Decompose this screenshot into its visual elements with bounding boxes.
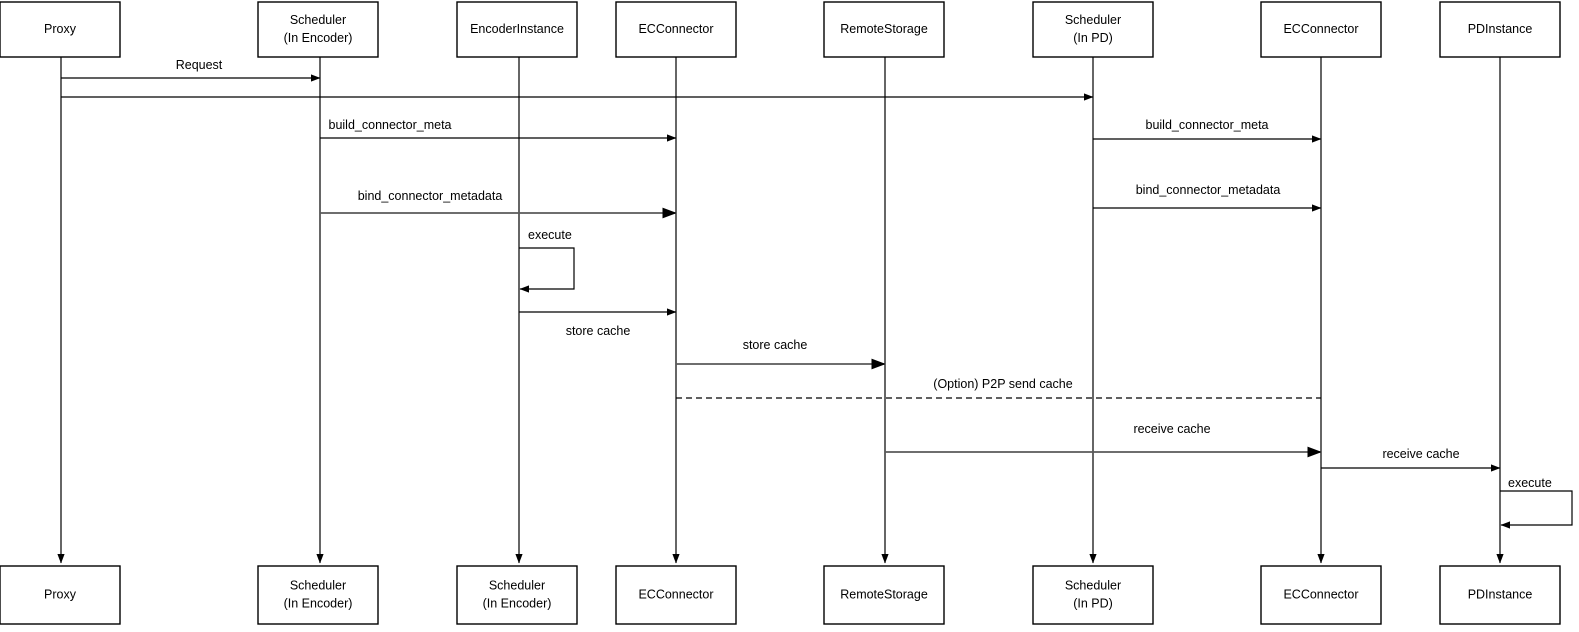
message-label-m10: receive cache: [1133, 422, 1210, 436]
participant-box-bottom-pdinstance[interactable]: PDInstance: [1439, 565, 1561, 625]
participant-label: RemoteStorage: [840, 587, 928, 601]
participant-sublabel: (In Encoder): [483, 596, 552, 610]
participant-box-top-pdinstance[interactable]: PDInstance: [1439, 1, 1561, 58]
participant-box-top-ecconnector_l[interactable]: ECConnector: [615, 1, 737, 58]
participant-label: Scheduler: [290, 13, 346, 27]
message-label-m5: bind_connector_metadata: [358, 189, 503, 203]
participant-label: Proxy: [44, 587, 77, 601]
participant-sublabel: (In PD): [1073, 31, 1113, 45]
self-message-s1[interactable]: [519, 247, 575, 293]
message-label-m3: build_connector_meta: [329, 118, 452, 132]
participant-box-bottom-ecconnector_l[interactable]: ECConnector: [615, 565, 737, 625]
participant-label: PDInstance: [1468, 22, 1533, 36]
participant-box-top-remotestorage[interactable]: RemoteStorage: [823, 1, 945, 58]
participant-box-bottom-ecconnector_r[interactable]: ECConnector: [1260, 565, 1382, 625]
participant-label: ECConnector: [1283, 587, 1358, 601]
message-label-m7: store cache: [566, 324, 631, 338]
participant-box-bottom-proxy[interactable]: Proxy: [0, 565, 121, 625]
participant-label: PDInstance: [1468, 587, 1533, 601]
participant-sublabel: (In Encoder): [284, 31, 353, 45]
message-label-m9: (Option) P2P send cache: [933, 377, 1072, 391]
participant-label: ECConnector: [638, 587, 713, 601]
participant-box-bottom-scheduler_enc[interactable]: Scheduler (In Encoder): [257, 565, 379, 625]
participant-label: Proxy: [44, 22, 77, 36]
participant-box-bottom-remotestorage[interactable]: RemoteStorage: [823, 565, 945, 625]
participant-label: Scheduler: [489, 578, 545, 592]
participant-box-bottom-encoder_inst[interactable]: Scheduler (In Encoder): [456, 565, 578, 625]
participant-label: Scheduler: [290, 578, 346, 592]
message-label-m8: store cache: [743, 338, 808, 352]
message-label-m1: Request: [176, 58, 223, 72]
message-label-m6: bind_connector_metadata: [1136, 183, 1281, 197]
message-label-m4: build_connector_meta: [1146, 118, 1269, 132]
participant-box-top-scheduler_pd[interactable]: Scheduler (In PD): [1032, 1, 1154, 58]
participant-box-top-proxy[interactable]: Proxy: [0, 1, 121, 58]
participant-sublabel: (In Encoder): [284, 596, 353, 610]
participant-sublabel: (In PD): [1073, 596, 1113, 610]
participant-label: EncoderInstance: [470, 22, 564, 36]
lifelines-layer: [57, 57, 1504, 564]
message-label-m11: receive cache: [1382, 447, 1459, 461]
messages-layer: Request build_connector_meta build_connect…: [61, 58, 1573, 529]
participant-box-top-scheduler_enc[interactable]: Scheduler (In Encoder): [257, 1, 379, 58]
participant-label: RemoteStorage: [840, 22, 928, 36]
participant-label: Scheduler: [1065, 578, 1121, 592]
participant-box-bottom-scheduler_pd[interactable]: Scheduler (In PD): [1032, 565, 1154, 625]
self-message-label-s2: execute: [1508, 476, 1552, 490]
self-message-label-s1: execute: [528, 228, 572, 242]
participant-box-top-encoder_inst[interactable]: EncoderInstance: [456, 1, 578, 58]
participant-label: ECConnector: [1283, 22, 1358, 36]
self-message-s2[interactable]: [1500, 490, 1573, 529]
participant-label: Scheduler: [1065, 13, 1121, 27]
participant-box-top-ecconnector_r[interactable]: ECConnector: [1260, 1, 1382, 58]
participant-label: ECConnector: [638, 22, 713, 36]
